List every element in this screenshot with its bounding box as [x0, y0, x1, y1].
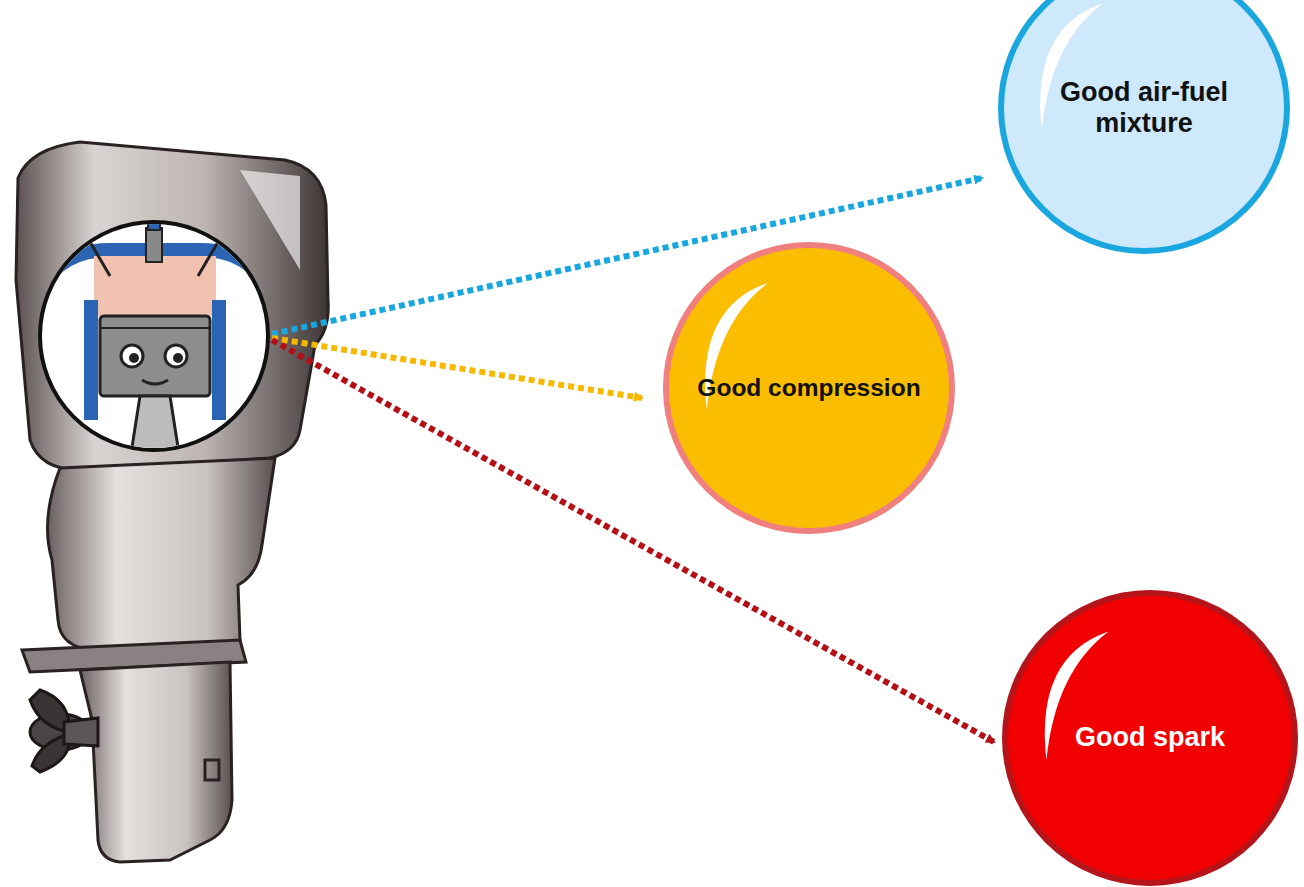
- text-holder: Good air-fuel mixture: [998, 0, 1290, 254]
- mixture-circle: Good air-fuel mixture: [998, 0, 1290, 254]
- text-holder: Good compression: [663, 242, 955, 534]
- spark-circle: Good spark: [1002, 590, 1298, 886]
- node-label: Good spark: [1075, 722, 1225, 753]
- text-holder: Good spark: [1002, 590, 1298, 886]
- node-label: Good air-fuel mixture: [1039, 77, 1249, 139]
- node-label: Good compression: [697, 374, 920, 402]
- compression-circle: Good compression: [663, 242, 955, 534]
